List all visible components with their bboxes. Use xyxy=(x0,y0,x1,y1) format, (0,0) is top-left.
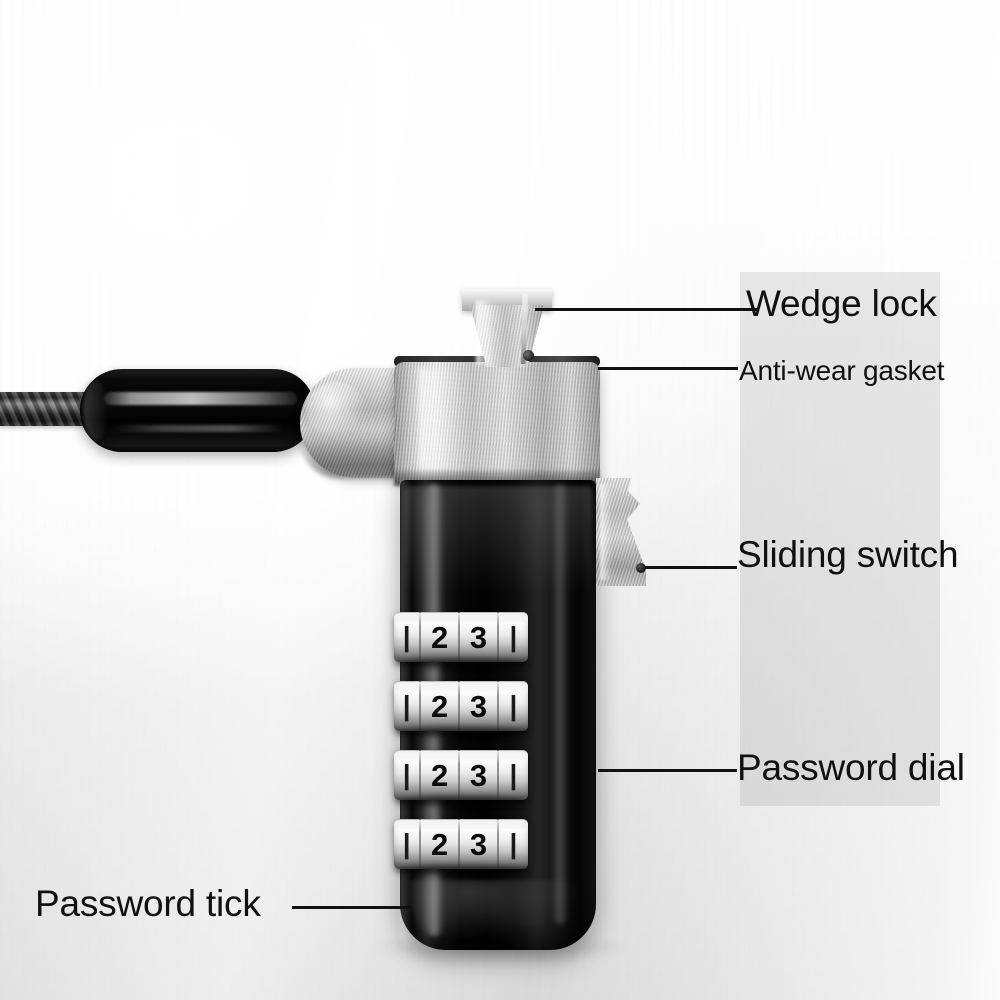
dial-3-digit-left: | xyxy=(394,750,422,800)
callout-panel xyxy=(740,272,940,806)
dial-3-digit-3: 3 xyxy=(460,750,499,800)
leader-line-wedge-lock xyxy=(535,308,757,311)
dial-2-digit-left: | xyxy=(394,681,422,731)
dial-4-digit-right: | xyxy=(498,819,528,869)
sleeve-end-cap xyxy=(83,380,109,440)
leader-line-password-tick xyxy=(292,906,412,909)
dial-1-digit-left: | xyxy=(394,612,422,662)
label-anti-wear-gasket: Anti-wear gasket xyxy=(739,355,945,386)
dial-3-digit-2: 2 xyxy=(421,750,461,800)
cable-rubber-sleeve xyxy=(80,369,315,452)
collar-highlight xyxy=(418,368,462,478)
anchor-plate-highlight xyxy=(306,382,366,438)
dial-2-shadow xyxy=(396,727,528,737)
dial-2-digit-right: | xyxy=(498,681,528,731)
dial-3-digit-right: | xyxy=(498,750,528,800)
sleeve-highlight-secondary xyxy=(112,425,284,432)
sliding-switch-pin xyxy=(636,563,646,573)
dial-1-digit-right: | xyxy=(498,612,528,662)
dial-2-digit-3: 3 xyxy=(460,681,499,731)
wedge-lock-slot xyxy=(521,294,528,364)
lock-body-highlight-b xyxy=(552,484,568,924)
wedge-highlight xyxy=(476,300,494,364)
wedge-lock-notch xyxy=(523,350,534,361)
password-dial-wheel-1[interactable]: | 2 3 | xyxy=(394,612,528,662)
dial-4-digit-3: 3 xyxy=(460,819,499,869)
dial-4-shadow xyxy=(396,865,528,875)
dial-4-digit-2: 2 xyxy=(421,819,461,869)
contact-shadow xyxy=(368,930,630,964)
password-dial-wheel-3[interactable]: | 2 3 | xyxy=(394,750,528,800)
leader-line-sliding-switch xyxy=(645,566,737,569)
label-sliding-switch: Sliding switch xyxy=(737,534,959,575)
leader-line-password-dial xyxy=(598,769,737,772)
label-password-tick: Password tick xyxy=(35,883,261,924)
lock-body-bottom-sheen xyxy=(410,880,586,942)
dial-1-digit-2: 2 xyxy=(421,612,461,662)
dial-1-shadow xyxy=(396,658,528,668)
sliding-switch-highlight xyxy=(600,484,612,580)
dial-2-digit-2: 2 xyxy=(421,681,461,731)
password-dial-wheel-4[interactable]: | 2 3 | xyxy=(394,819,528,869)
label-password-dial: Password dial xyxy=(737,747,965,788)
password-dial-wheel-2[interactable]: | 2 3 | xyxy=(394,681,528,731)
sleeve-highlight xyxy=(104,392,297,405)
dial-1-digit-3: 3 xyxy=(460,612,499,662)
leader-line-anti-wear-gasket xyxy=(598,367,738,370)
dial-3-shadow xyxy=(396,796,528,806)
label-wedge-lock: Wedge lock xyxy=(746,283,937,324)
dial-4-digit-left: | xyxy=(394,819,422,869)
